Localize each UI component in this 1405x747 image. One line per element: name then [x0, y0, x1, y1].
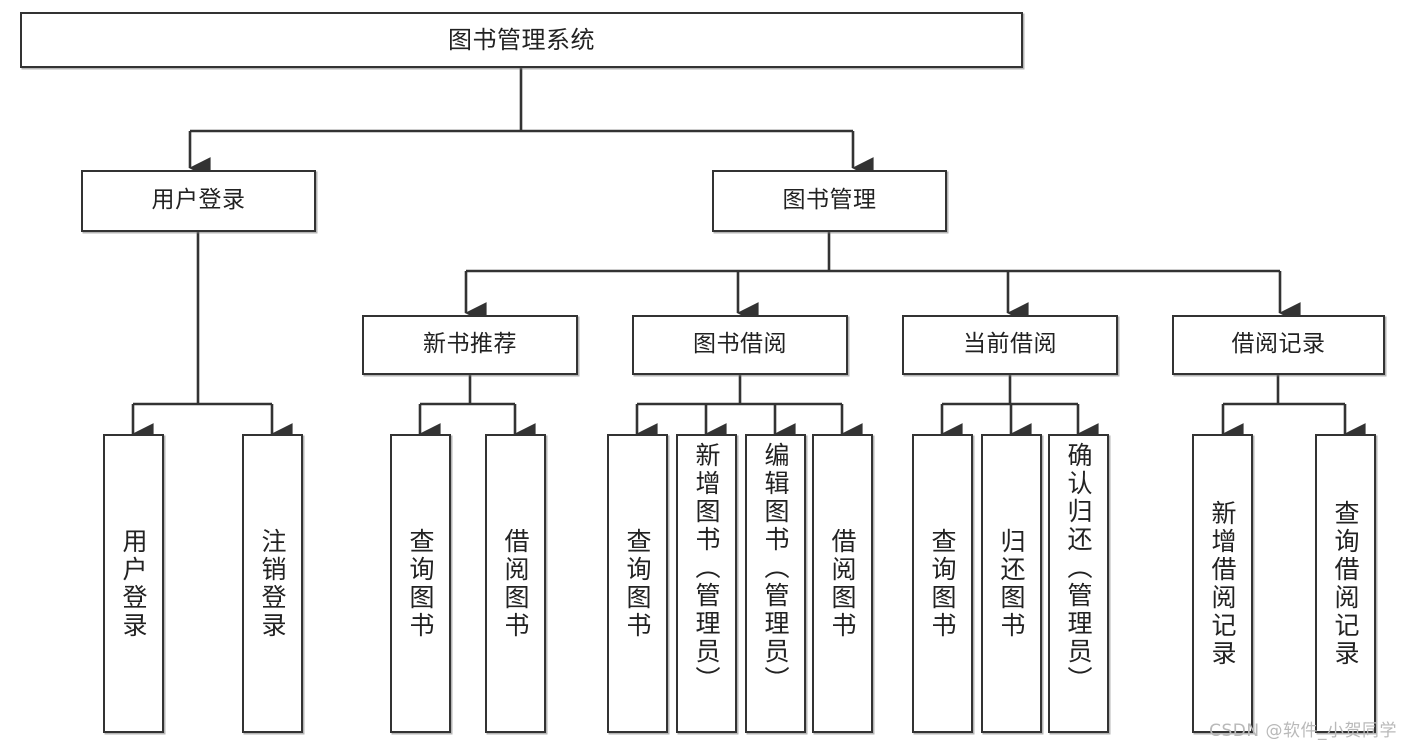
- node-label: 图书管理: [782, 187, 877, 214]
- leaf-borrow-query-book[interactable]: 查询图书: [607, 434, 668, 733]
- node-label: 查询借阅记录: [1331, 499, 1360, 668]
- node-current-borrow[interactable]: 当前借阅: [902, 315, 1118, 375]
- node-label: 用户登录: [119, 527, 148, 640]
- node-label: 新增借阅记录: [1208, 499, 1237, 668]
- node-label: 当前借阅: [963, 331, 1057, 358]
- node-label: 图书管理系统: [448, 25, 595, 54]
- node-label: 借阅图书: [828, 527, 857, 640]
- leaf-borrow-add-book-admin[interactable]: 新增图书（管理员）: [676, 434, 737, 733]
- node-label: 确认归还（管理员）: [1064, 442, 1093, 694]
- node-label: 查询图书: [928, 527, 957, 640]
- node-root-book-management-system[interactable]: 图书管理系统: [20, 12, 1023, 68]
- leaf-current-confirm-return-admin[interactable]: 确认归还（管理员）: [1048, 434, 1109, 733]
- leaf-user-login-logout[interactable]: 注销登录: [242, 434, 303, 733]
- node-label: 用户登录: [151, 187, 246, 214]
- node-label: 借阅图书: [501, 527, 530, 640]
- leaf-current-query-book[interactable]: 查询图书: [912, 434, 973, 733]
- leaf-recommend-borrow-book[interactable]: 借阅图书: [485, 434, 546, 733]
- node-label: 新书推荐: [423, 331, 517, 358]
- leaf-user-login-login[interactable]: 用户登录: [103, 434, 164, 733]
- node-label: 新增图书（管理员）: [692, 442, 721, 694]
- leaf-current-return-book[interactable]: 归还图书: [981, 434, 1042, 733]
- leaf-borrow-edit-book-admin[interactable]: 编辑图书（管理员）: [745, 434, 806, 733]
- leaf-borrow-borrow-book[interactable]: 借阅图书: [812, 434, 873, 733]
- node-label: 注销登录: [258, 527, 287, 640]
- node-user-login[interactable]: 用户登录: [81, 170, 316, 232]
- node-label: 查询图书: [406, 527, 435, 640]
- node-label: 归还图书: [997, 527, 1026, 640]
- node-label: 查询图书: [623, 527, 652, 640]
- leaf-recommend-query-book[interactable]: 查询图书: [390, 434, 451, 733]
- node-label: 编辑图书（管理员）: [761, 442, 790, 694]
- node-borrow-record[interactable]: 借阅记录: [1172, 315, 1385, 375]
- node-book-management[interactable]: 图书管理: [712, 170, 947, 232]
- leaf-record-add-record[interactable]: 新增借阅记录: [1192, 434, 1253, 733]
- node-label: 图书借阅: [693, 331, 787, 358]
- node-book-borrow[interactable]: 图书借阅: [632, 315, 848, 375]
- node-new-book-recommend[interactable]: 新书推荐: [362, 315, 578, 375]
- leaf-record-query-record[interactable]: 查询借阅记录: [1315, 434, 1376, 733]
- node-label: 借阅记录: [1231, 331, 1326, 358]
- csdn-watermark: CSDN @软件_小贺同学: [1209, 721, 1397, 741]
